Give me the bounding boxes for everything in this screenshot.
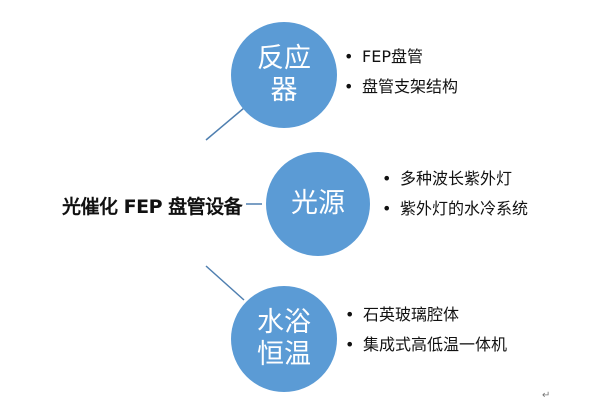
- node-light-source-label: 光源: [291, 188, 345, 219]
- list-item: •多种波长紫外灯: [382, 169, 513, 188]
- bullet-icon: •: [382, 169, 392, 188]
- light-source-items: •多种波长紫外灯 •紫外灯的水冷系统: [382, 168, 562, 228]
- water-bath-items: •石英玻璃腔体 •集成式高低温一体机: [345, 304, 515, 364]
- list-item: •FEP盘管: [344, 47, 423, 66]
- node-water-bath: 水浴恒温: [231, 286, 337, 392]
- bullet-icon: •: [344, 47, 354, 66]
- bullet-icon: •: [345, 335, 355, 354]
- node-light-source: 光源: [266, 152, 370, 256]
- bullet-icon: •: [382, 199, 392, 218]
- node-water-bath-label: 水浴恒温: [257, 307, 311, 370]
- node-reactor-label: 反应器: [257, 43, 311, 106]
- connector-water-bath: [205, 265, 245, 301]
- connector-reactor: [205, 107, 245, 141]
- reactor-items: •FEP盘管 •盘管支架结构: [344, 46, 524, 106]
- bullet-icon: •: [344, 77, 354, 96]
- node-reactor: 反应器: [231, 22, 337, 128]
- list-item: •石英玻璃腔体: [345, 305, 460, 324]
- list-item: •盘管支架结构: [344, 77, 459, 96]
- root-label: 光催化 FEP 盘管设备: [62, 196, 243, 218]
- paragraph-mark-icon: ↵: [542, 390, 551, 401]
- bullet-icon: •: [345, 305, 355, 324]
- list-item: •紫外灯的水冷系统: [382, 199, 529, 218]
- list-item: •集成式高低温一体机: [345, 335, 508, 354]
